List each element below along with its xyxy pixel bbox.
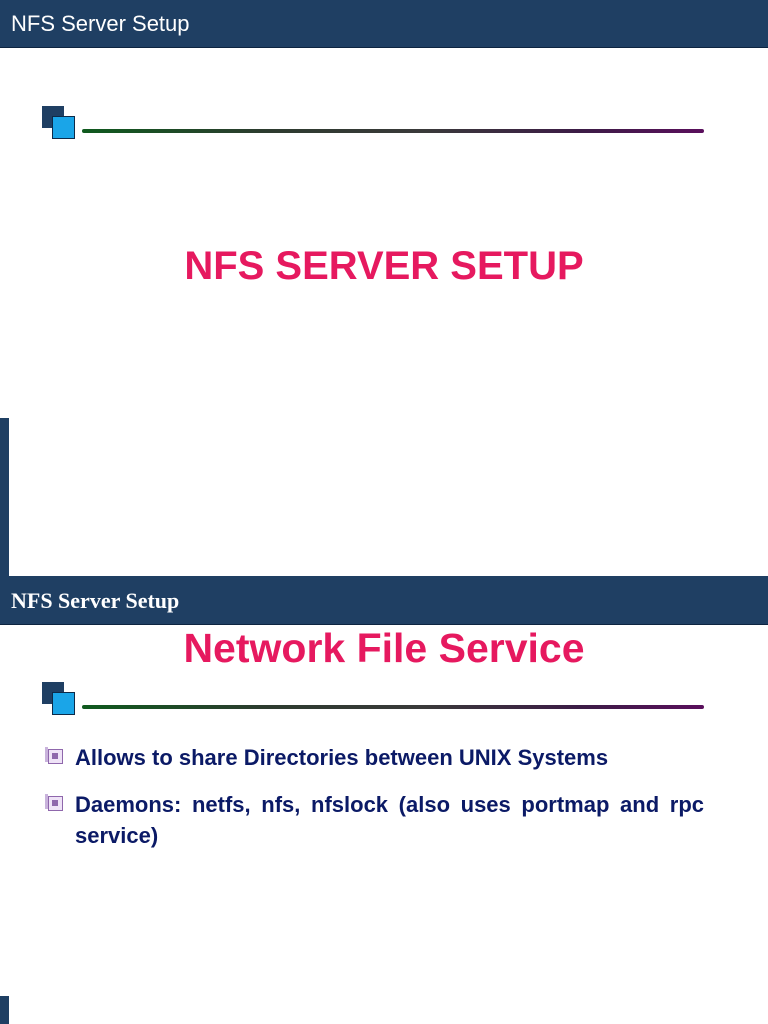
divider-rule — [82, 705, 704, 709]
bullet-text: Allows to share Directories between UNIX… — [75, 745, 609, 770]
left-edge-mark — [0, 996, 9, 1024]
header-bar: NFS Server Setup — [0, 576, 768, 625]
bullet-icon — [45, 794, 63, 811]
header-title: NFS Server Setup — [11, 11, 190, 36]
list-item: Daemons: netfs, nfs, nfslock (also uses … — [45, 789, 704, 851]
bullet-list: Allows to share Directories between UNIX… — [45, 742, 704, 867]
logo-squares-icon — [42, 682, 78, 718]
bullet-text: Daemons: netfs, nfs, nfslock (also uses … — [75, 792, 704, 848]
header-title: NFS Server Setup — [11, 588, 180, 613]
slide-title: Network File Service — [183, 625, 585, 671]
left-edge-mark — [0, 418, 9, 576]
list-item: Allows to share Directories between UNIX… — [45, 742, 704, 773]
slide-title: NFS SERVER SETUP — [184, 244, 584, 288]
logo-squares-icon — [42, 106, 78, 142]
slide-1: NFS Server Setup NFS SERVER SETUP — [0, 0, 768, 576]
bullet-icon — [45, 747, 63, 764]
divider-rule — [82, 129, 704, 133]
slide-2: NFS Server Setup Network File Service Al… — [0, 576, 768, 1024]
header-bar: NFS Server Setup — [0, 0, 768, 48]
